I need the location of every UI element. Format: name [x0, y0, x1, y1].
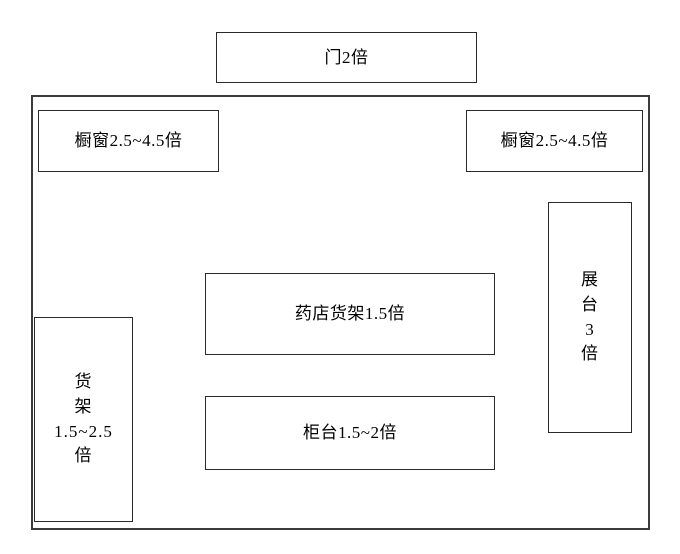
- fixture-window-left[interactable]: 橱窗2.5~4.5倍: [38, 110, 219, 172]
- fixture-pharmacy-shelf[interactable]: 药店货架1.5倍: [205, 273, 495, 355]
- fixture-window-right-label: 橱窗2.5~4.5倍: [500, 131, 609, 151]
- fixture-window-right[interactable]: 橱窗2.5~4.5倍: [466, 110, 643, 172]
- fixture-window-left-label: 橱窗2.5~4.5倍: [74, 131, 183, 151]
- fixture-door[interactable]: 门2倍: [216, 32, 477, 83]
- fixture-door-label: 门2倍: [324, 47, 369, 67]
- fixture-shelf-left-label: 货 架 1.5~2.5 倍: [54, 372, 113, 466]
- store-outline: [31, 95, 650, 530]
- fixture-counter[interactable]: 柜台1.5~2倍: [205, 396, 495, 470]
- fixture-display-stand[interactable]: 展 台 3 倍: [548, 202, 632, 433]
- fixture-pharmacy-shelf-label: 药店货架1.5倍: [294, 304, 406, 324]
- fixture-shelf-left[interactable]: 货 架 1.5~2.5 倍: [34, 317, 133, 522]
- fixture-display-stand-label: 展 台 3 倍: [581, 270, 599, 364]
- fixture-counter-label: 柜台1.5~2倍: [303, 423, 397, 443]
